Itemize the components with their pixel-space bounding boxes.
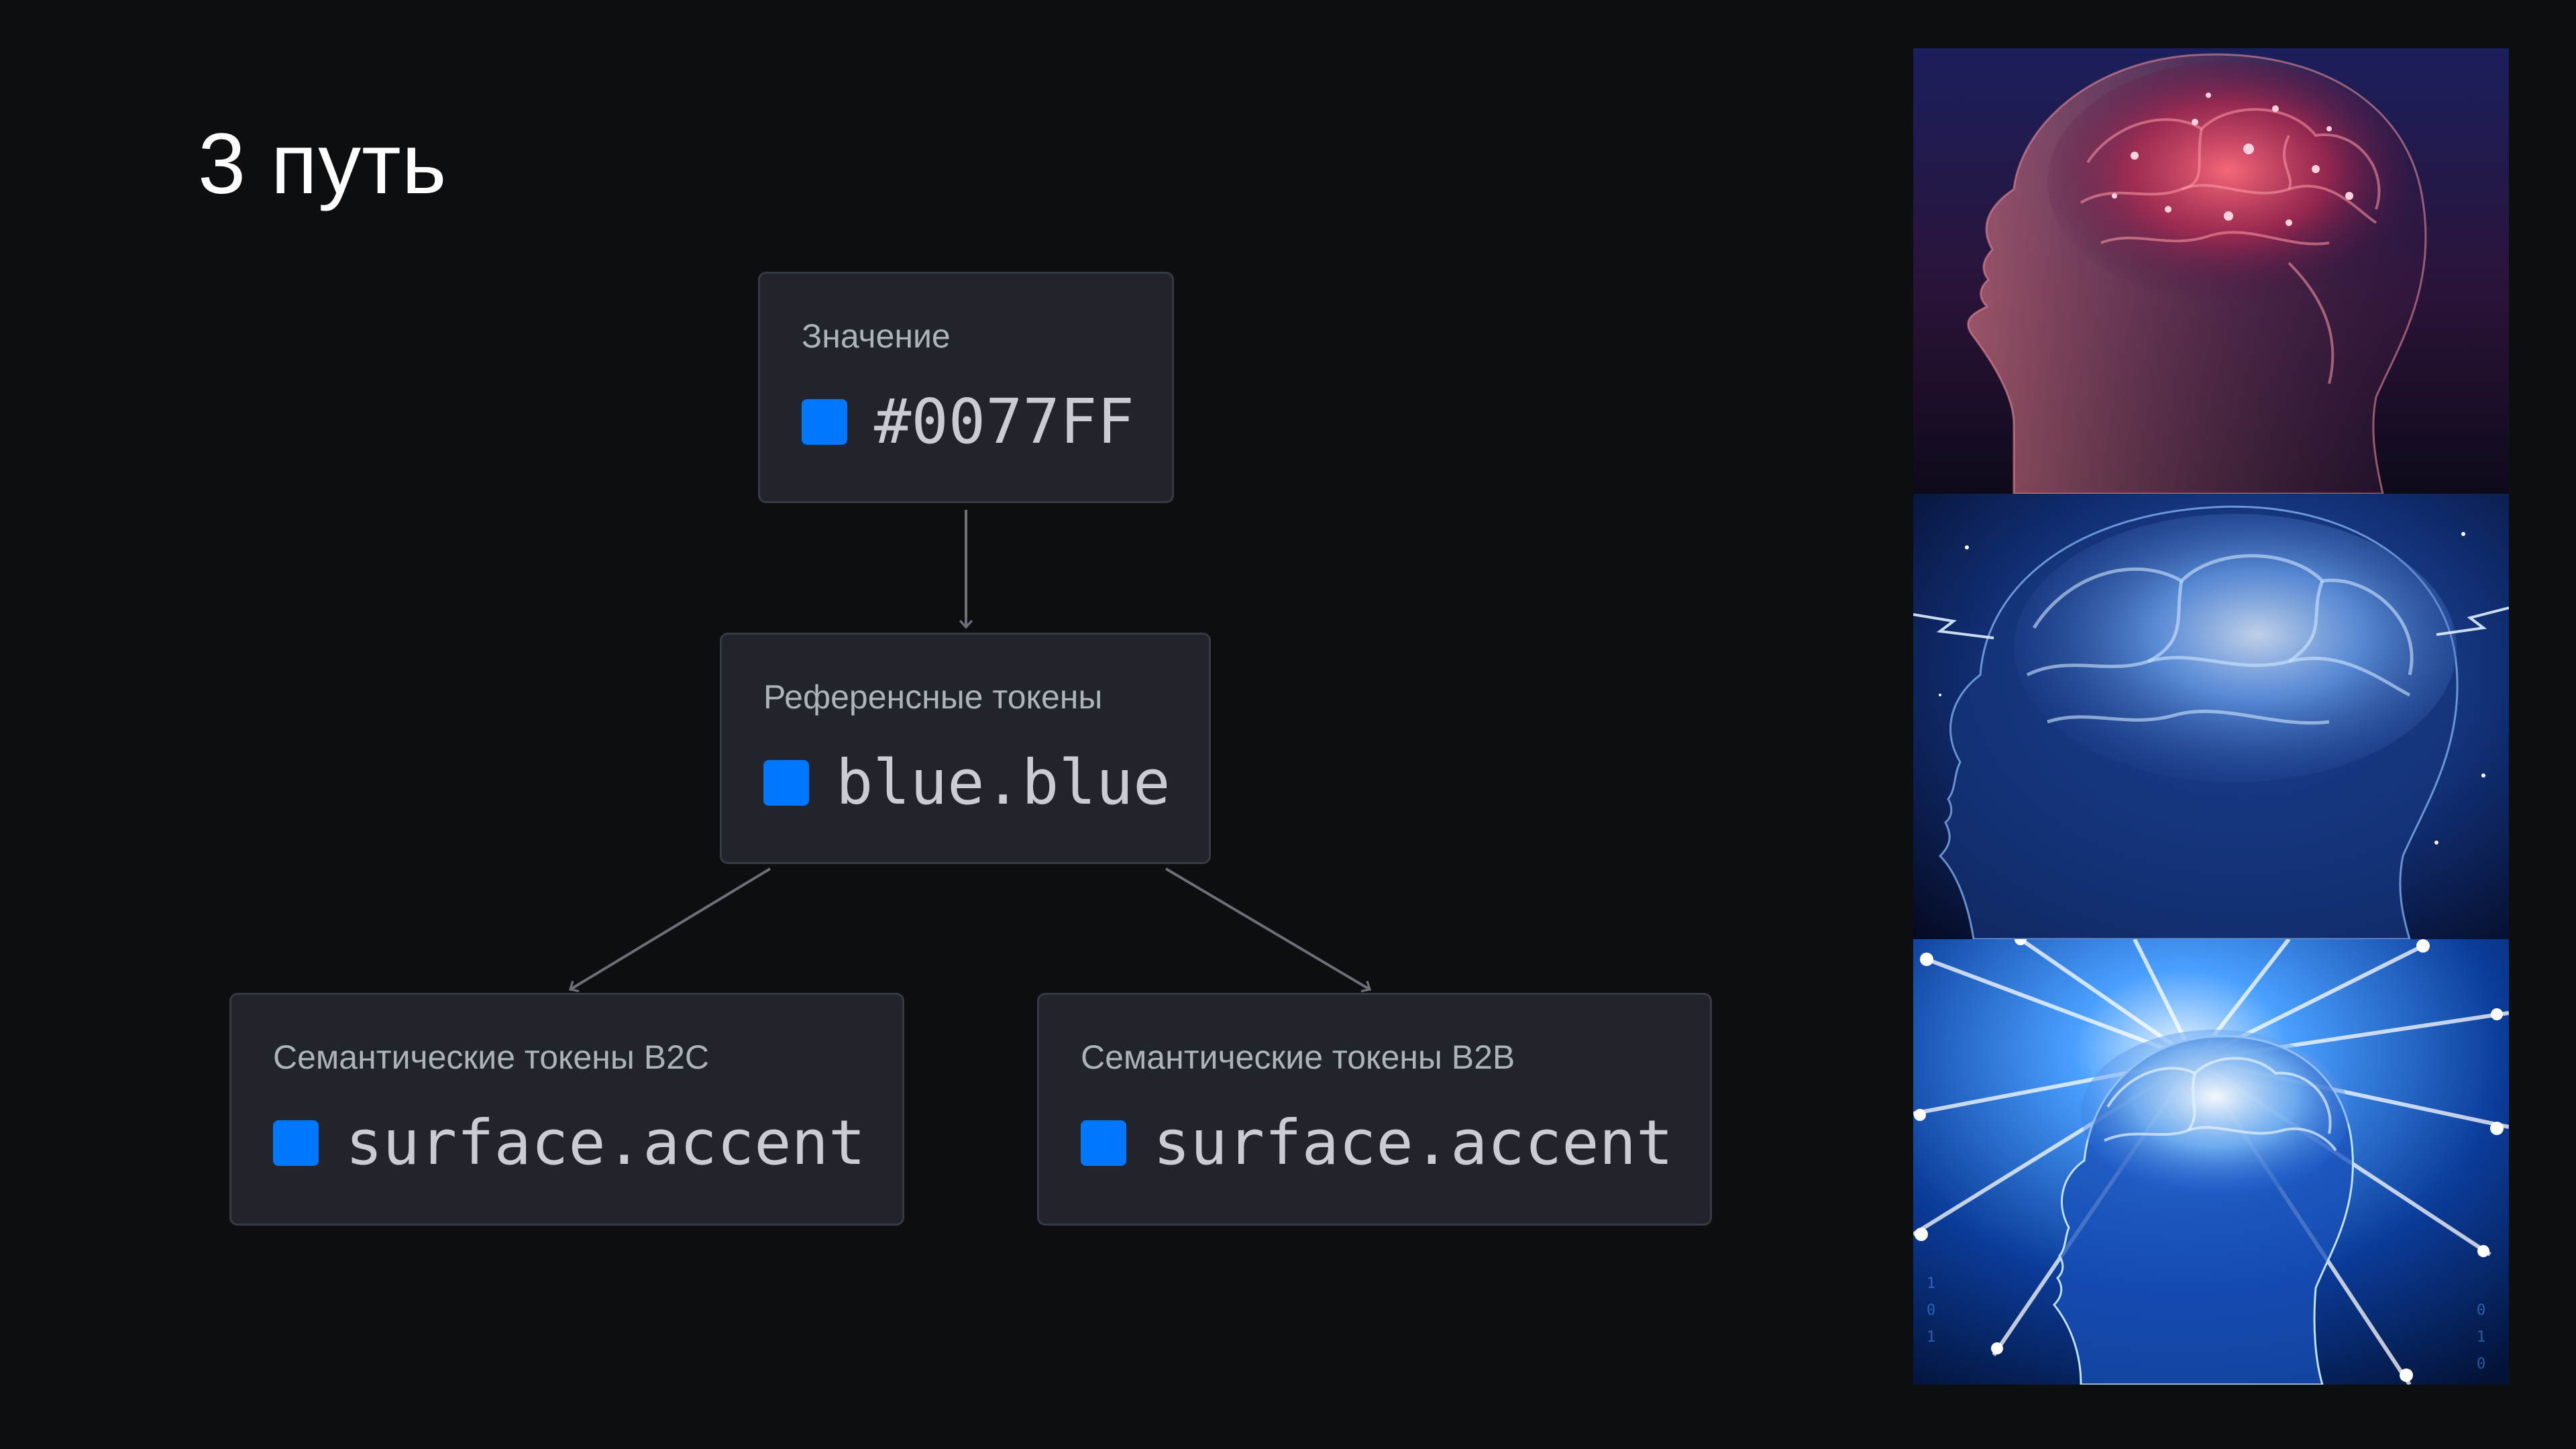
- node-semantic-tokens-b2c: Семантические токены B2C surface.accent: [229, 993, 904, 1226]
- expanding-brain-meme: 1 0 1 0 1 0: [1913, 48, 2509, 1385]
- brain-meme-panel-3: 1 0 1 0 1 0: [1913, 939, 2509, 1385]
- edge-reference-to-b2c: [568, 867, 771, 993]
- svg-text:0: 0: [2477, 1356, 2485, 1373]
- color-swatch: [273, 1120, 319, 1166]
- brain-meme-panel-2: [1913, 494, 2509, 939]
- color-swatch: [1081, 1120, 1126, 1166]
- node-label: Референсные токены: [763, 678, 1103, 716]
- color-swatch: [763, 760, 809, 806]
- node-token: surface.accent: [345, 1107, 866, 1179]
- node-token-row: #0077FF: [802, 391, 1134, 453]
- node-token: surface.accent: [1153, 1107, 1674, 1179]
- node-token-row: blue.blue: [763, 752, 1171, 814]
- node-label: Семантические токены B2B: [1081, 1038, 1515, 1076]
- node-value: Значение #0077FF: [758, 272, 1174, 503]
- color-swatch: [802, 399, 847, 445]
- edge-reference-to-b2b: [1165, 867, 1372, 993]
- svg-text:1: 1: [1927, 1275, 1935, 1292]
- node-token-row: surface.accent: [1081, 1112, 1673, 1174]
- node-token-row: surface.accent: [273, 1112, 865, 1174]
- svg-text:0: 0: [1927, 1302, 1935, 1319]
- svg-text:1: 1: [1927, 1329, 1935, 1346]
- svg-text:0: 0: [2477, 1302, 2485, 1319]
- brain-meme-panel-1: [1913, 48, 2509, 494]
- svg-text:1: 1: [2477, 1329, 2485, 1346]
- node-label: Значение: [802, 317, 951, 355]
- node-token: #0077FF: [874, 386, 1134, 458]
- node-reference-tokens: Референсные токены blue.blue: [720, 633, 1211, 864]
- slide-title: 3 путь: [198, 116, 447, 212]
- node-token: blue.blue: [836, 747, 1171, 818]
- node-label: Семантические токены B2C: [273, 1038, 709, 1076]
- node-semantic-tokens-b2b: Семантические токены B2B surface.accent: [1037, 993, 1712, 1226]
